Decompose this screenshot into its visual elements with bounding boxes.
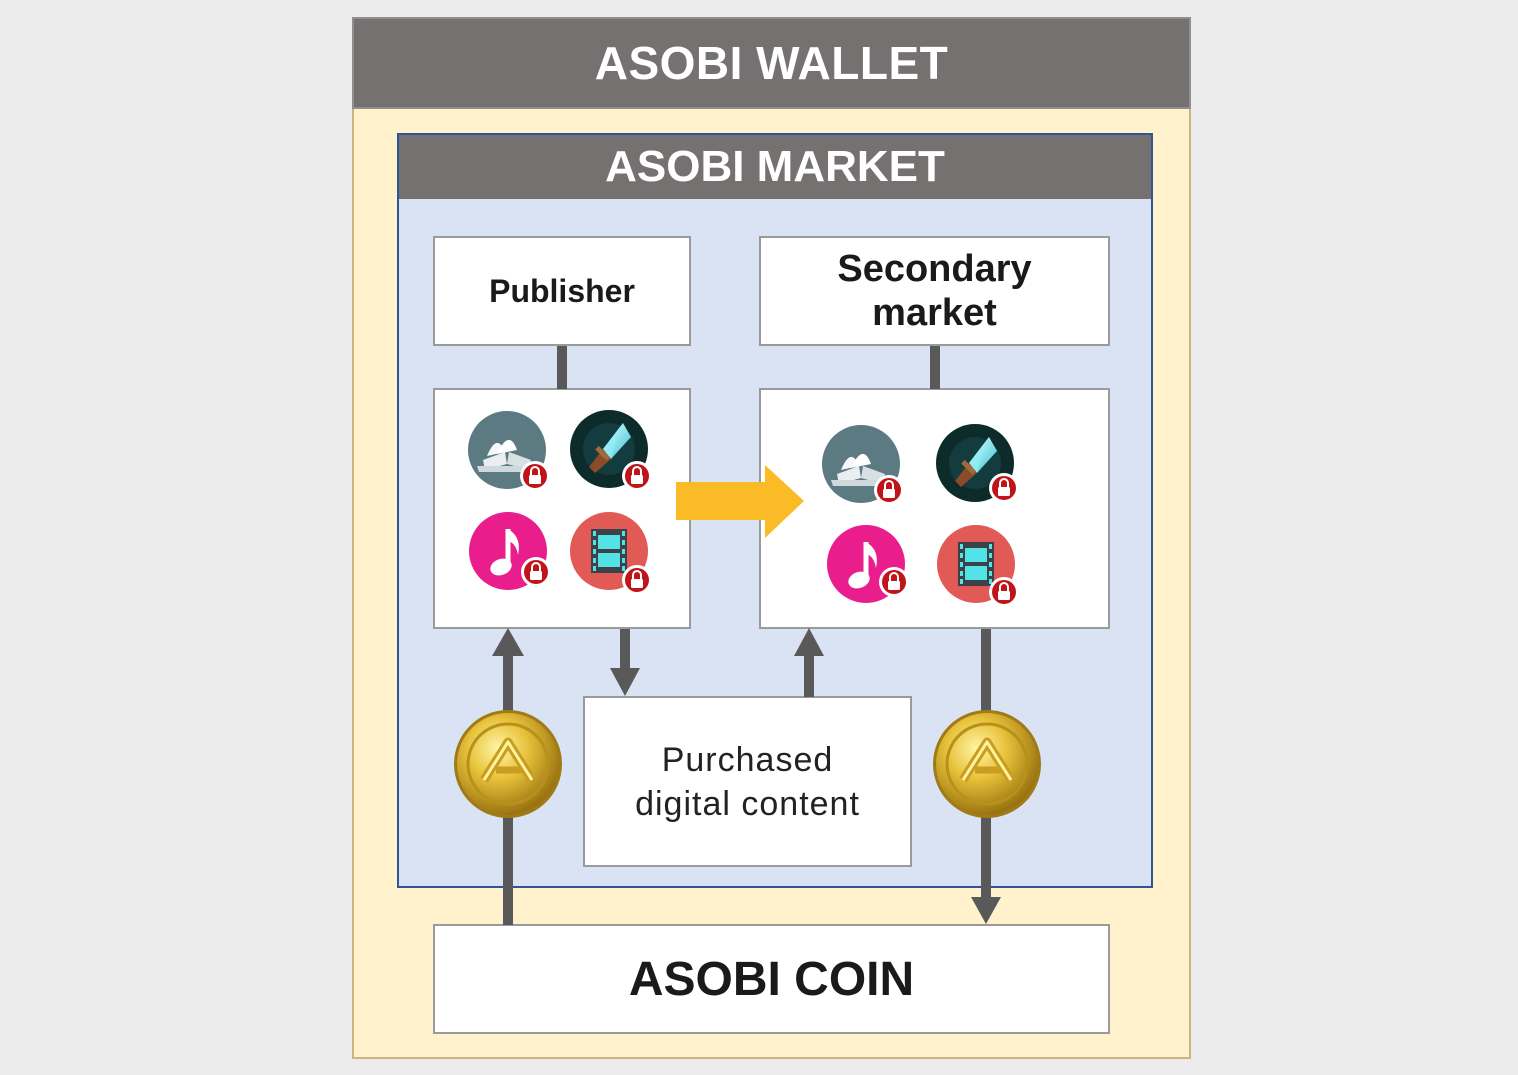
- lock-icon: [988, 472, 1020, 504]
- secondary-market-label-line1: Secondary: [837, 248, 1032, 290]
- purchase-arrow-down: [610, 629, 640, 696]
- secondary-content-box: [759, 388, 1110, 629]
- lock-icon: [621, 564, 653, 596]
- publisher-box: Publisher: [433, 236, 691, 346]
- publisher-label: Publisher: [489, 272, 635, 309]
- coin-icon-right: [933, 710, 1041, 818]
- secondary-market-box: Secondary market: [759, 236, 1110, 346]
- coin-icon-left: [454, 710, 562, 818]
- resale-arrow-up: [794, 628, 824, 697]
- publisher-connector: [557, 346, 567, 389]
- transfer-arrow: [676, 465, 804, 538]
- purchased-label-line1: Purchased: [661, 740, 834, 779]
- purchased-content-box: Purchased digital content: [583, 696, 912, 867]
- market-title: ASOBI MARKET: [397, 133, 1153, 199]
- secondary-connector: [930, 346, 940, 389]
- asobi-coin-box: ASOBI COIN: [433, 924, 1110, 1034]
- lock-icon: [519, 460, 551, 492]
- asobi-coin-label: ASOBI COIN: [628, 952, 915, 1006]
- lock-icon: [988, 576, 1020, 608]
- lock-icon: [621, 460, 653, 492]
- lock-icon: [520, 556, 552, 588]
- lock-icon: [878, 566, 910, 598]
- wallet-title: ASOBI WALLET: [352, 17, 1191, 109]
- purchased-label-line2: digital content: [635, 784, 860, 823]
- lock-icon: [873, 474, 905, 506]
- secondary-market-label-line2: market: [872, 292, 997, 334]
